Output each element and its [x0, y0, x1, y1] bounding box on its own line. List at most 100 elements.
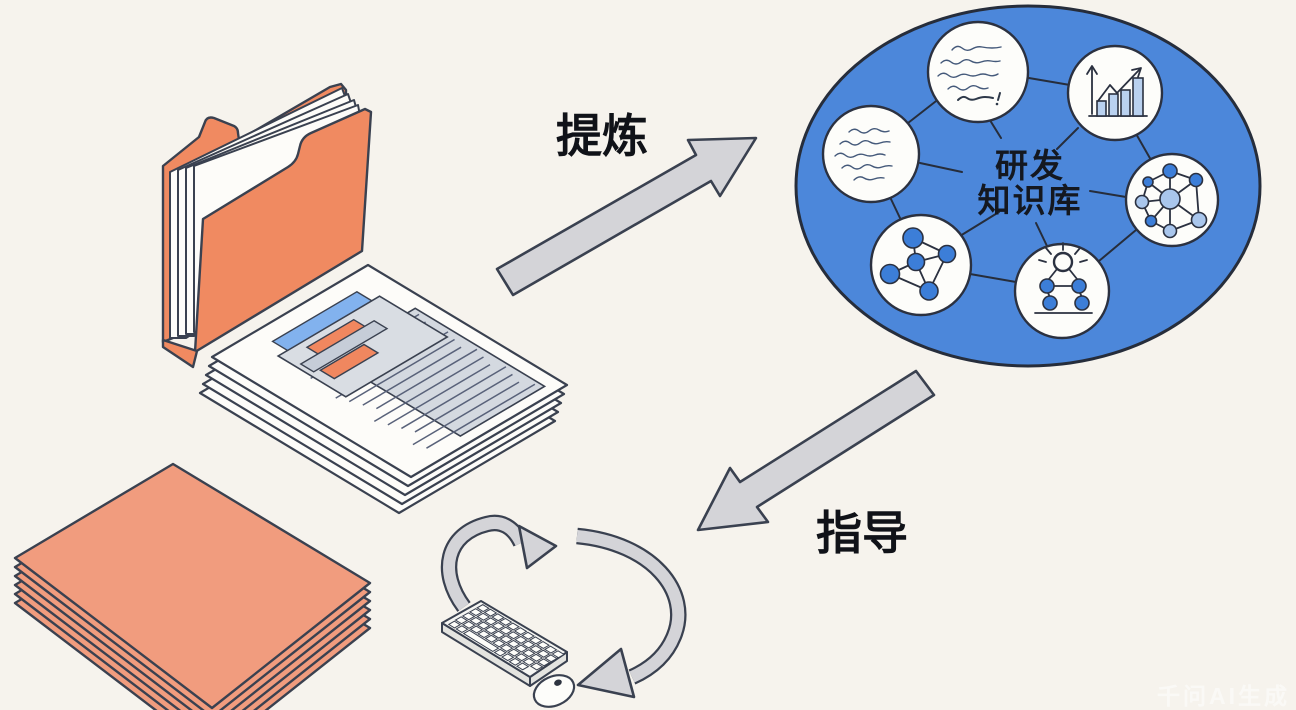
knowledge-base-title-line1: 研发: [995, 147, 1065, 184]
keyboard-key: [530, 654, 542, 661]
keyboard-icon: [442, 601, 567, 686]
mouse-scroll-wheel: [554, 679, 562, 686]
document-text-line: [426, 384, 534, 448]
mouse-body: [532, 674, 576, 708]
highlight-bar-blue: [273, 292, 372, 351]
pile-top-sheet: [13, 462, 372, 710]
keyboard-key: [500, 627, 512, 634]
keyboard-key: [515, 628, 527, 635]
keyboard-key: [523, 650, 535, 657]
keyboard-key: [517, 663, 528, 670]
keyboard-key: [531, 663, 543, 670]
keyboard-key: [530, 646, 542, 653]
keyboard-key: [516, 654, 528, 661]
document-text-line: [413, 382, 519, 445]
keyboard-key: [493, 640, 505, 647]
keyboard-key: [464, 630, 499, 651]
network-circle-right: [1124, 152, 1220, 248]
extract-label: 提炼: [556, 110, 648, 162]
keyboard-key: [485, 618, 497, 625]
keyboard-key: [508, 649, 520, 656]
keyboard-key: [522, 632, 534, 639]
document-text-line: [376, 349, 477, 408]
keyboard-key: [477, 605, 489, 612]
keyboard-key: [500, 636, 512, 643]
keyboard-key: [485, 609, 497, 616]
bar-chart-icon: [1086, 65, 1148, 117]
keyboard-key: [523, 641, 535, 648]
knowledge-base-connectors: [889, 76, 1152, 283]
cycle-arrowhead-left: [576, 647, 636, 699]
note-circle-top: [926, 20, 1030, 124]
keyboard-key: [509, 658, 520, 665]
keyboard-key: [463, 613, 475, 620]
document-text-line: [349, 340, 454, 402]
keyboard-key: [538, 650, 550, 657]
keyboard-key: [456, 626, 467, 633]
document-stack-icon: [200, 265, 567, 513]
keyboard-key: [471, 626, 483, 633]
document-text-line: [374, 357, 483, 421]
handwritten-note-icon: [937, 45, 1002, 106]
cycle-arrows-icon: [440, 514, 687, 699]
keyboard-key: [502, 654, 513, 661]
chart-circle: [1066, 44, 1164, 142]
folder-spine: [161, 338, 199, 369]
knowledge-base: 研发 知识库: [794, 4, 1262, 368]
keyboard-key: [538, 659, 550, 666]
keyboard-key: [478, 631, 490, 638]
keyboard-key: [463, 621, 475, 628]
highlight-bar-orange: [320, 344, 378, 378]
document-text-line: [388, 365, 490, 425]
watermark: 千问AI生成: [1157, 683, 1290, 709]
idea-tree-icon: [1034, 242, 1093, 314]
handwritten-note-icon: [834, 128, 893, 181]
highlight-bar-gray: [301, 321, 387, 372]
guide-arrow-icon: [696, 369, 936, 532]
keyboard-key: [500, 618, 512, 625]
keyboard-keys: [448, 605, 564, 674]
guide-label: 指导: [816, 507, 908, 559]
keyboard-key: [508, 640, 520, 647]
keyboard-key: [515, 636, 527, 643]
keyboard-key: [470, 617, 482, 624]
keyboard-key: [530, 637, 542, 644]
keyboard-key: [552, 651, 564, 658]
network-circle-left: [869, 213, 973, 317]
cycle-arrowhead-right: [517, 524, 558, 570]
folder-pile-icon: [13, 462, 372, 710]
keyboard-key: [449, 621, 460, 628]
keyboard-key: [537, 642, 549, 649]
network-cluster-icon: [879, 227, 957, 301]
keyboard-key: [486, 635, 498, 642]
document-content: [257, 283, 545, 455]
extract-arrow-icon: [495, 136, 758, 297]
keyboard-key: [507, 623, 519, 630]
keyboard-key: [495, 649, 506, 656]
keyboard-key: [470, 609, 482, 616]
folder-front-panel: [193, 107, 373, 354]
keyboard-key: [493, 631, 505, 638]
keyboard-key: [545, 655, 557, 662]
keyboard-key: [501, 645, 513, 652]
keyboard-key: [485, 627, 497, 634]
mouse-icon: [532, 674, 576, 708]
knowledge-base-title-line2: 知识库: [978, 182, 1083, 219]
keyboard-key: [493, 623, 505, 630]
lightbulb-icon: [1052, 251, 1074, 273]
keyboard-key: [515, 645, 527, 652]
keyboard-key: [492, 614, 504, 621]
keyboard-key: [508, 632, 520, 639]
keyboard-key: [523, 658, 535, 665]
note-circle-left: [821, 104, 921, 204]
document-text-line: [415, 374, 513, 432]
document-text-line: [401, 367, 506, 429]
source-folder-icon: [161, 82, 373, 369]
keyboard-key: [477, 613, 489, 620]
keyboard-key: [545, 646, 557, 653]
network-graph-icon: [1134, 163, 1208, 239]
idea-tree-circle: [1013, 242, 1111, 340]
document-text-line: [363, 347, 461, 405]
keyboard-key: [456, 617, 468, 624]
